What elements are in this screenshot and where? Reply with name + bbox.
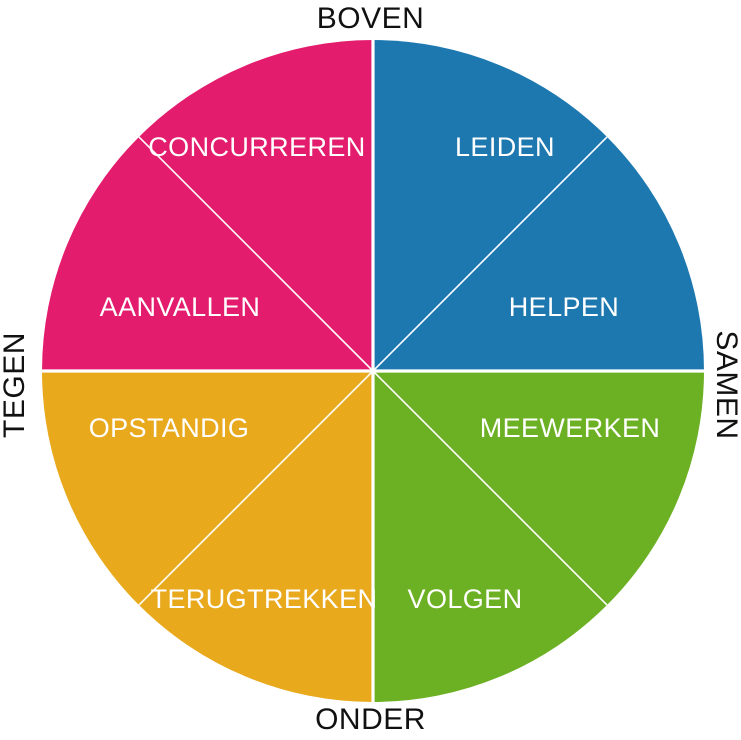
wheel-divider-diagonal-45 bbox=[372, 136, 608, 372]
segment-label-leiden: LEIDEN bbox=[455, 132, 555, 162]
wheel-segments bbox=[42, 39, 704, 702]
wheel-segment-aanvallen[interactable] bbox=[42, 136, 373, 371]
segment-label-aanvallen: AANVALLEN bbox=[100, 292, 261, 322]
segment-label-terugtrekken: TERUGTREKKEN bbox=[151, 584, 378, 614]
axis-label-bottom: ONDER bbox=[315, 703, 426, 736]
wheel-segment-opstandig[interactable] bbox=[42, 371, 373, 606]
wheel-divider-diagonal-315 bbox=[138, 136, 374, 372]
axis-label-top: BOVEN bbox=[316, 2, 425, 35]
segment-label-opstandig: OPSTANDIG bbox=[89, 413, 250, 443]
wheel-divider-diagonal-135 bbox=[372, 370, 608, 606]
wheel-segment-labels: LEIDEN HELPEN MEEWERKEN VOLGEN TERUGTREKKEN O… bbox=[89, 132, 661, 614]
segment-label-meewerken: MEEWERKEN bbox=[480, 413, 661, 443]
wheel-segment-meewerken[interactable] bbox=[373, 371, 704, 606]
segment-label-volgen: VOLGEN bbox=[408, 584, 523, 614]
wheel-segment-volgen[interactable] bbox=[373, 371, 608, 702]
segment-label-helpen: HELPEN bbox=[509, 292, 619, 322]
wheel-dividers bbox=[42, 40, 704, 702]
wheel-segment-concurreren[interactable] bbox=[138, 39, 373, 371]
segment-label-concurreren: CONCURREREN bbox=[148, 132, 365, 162]
wheel-segment-helpen[interactable] bbox=[373, 136, 704, 371]
wheel-segment-terugtrekken[interactable] bbox=[138, 371, 373, 702]
wheel-segment-leiden[interactable] bbox=[373, 40, 608, 371]
wheel-divider-diagonal-225 bbox=[138, 370, 374, 606]
